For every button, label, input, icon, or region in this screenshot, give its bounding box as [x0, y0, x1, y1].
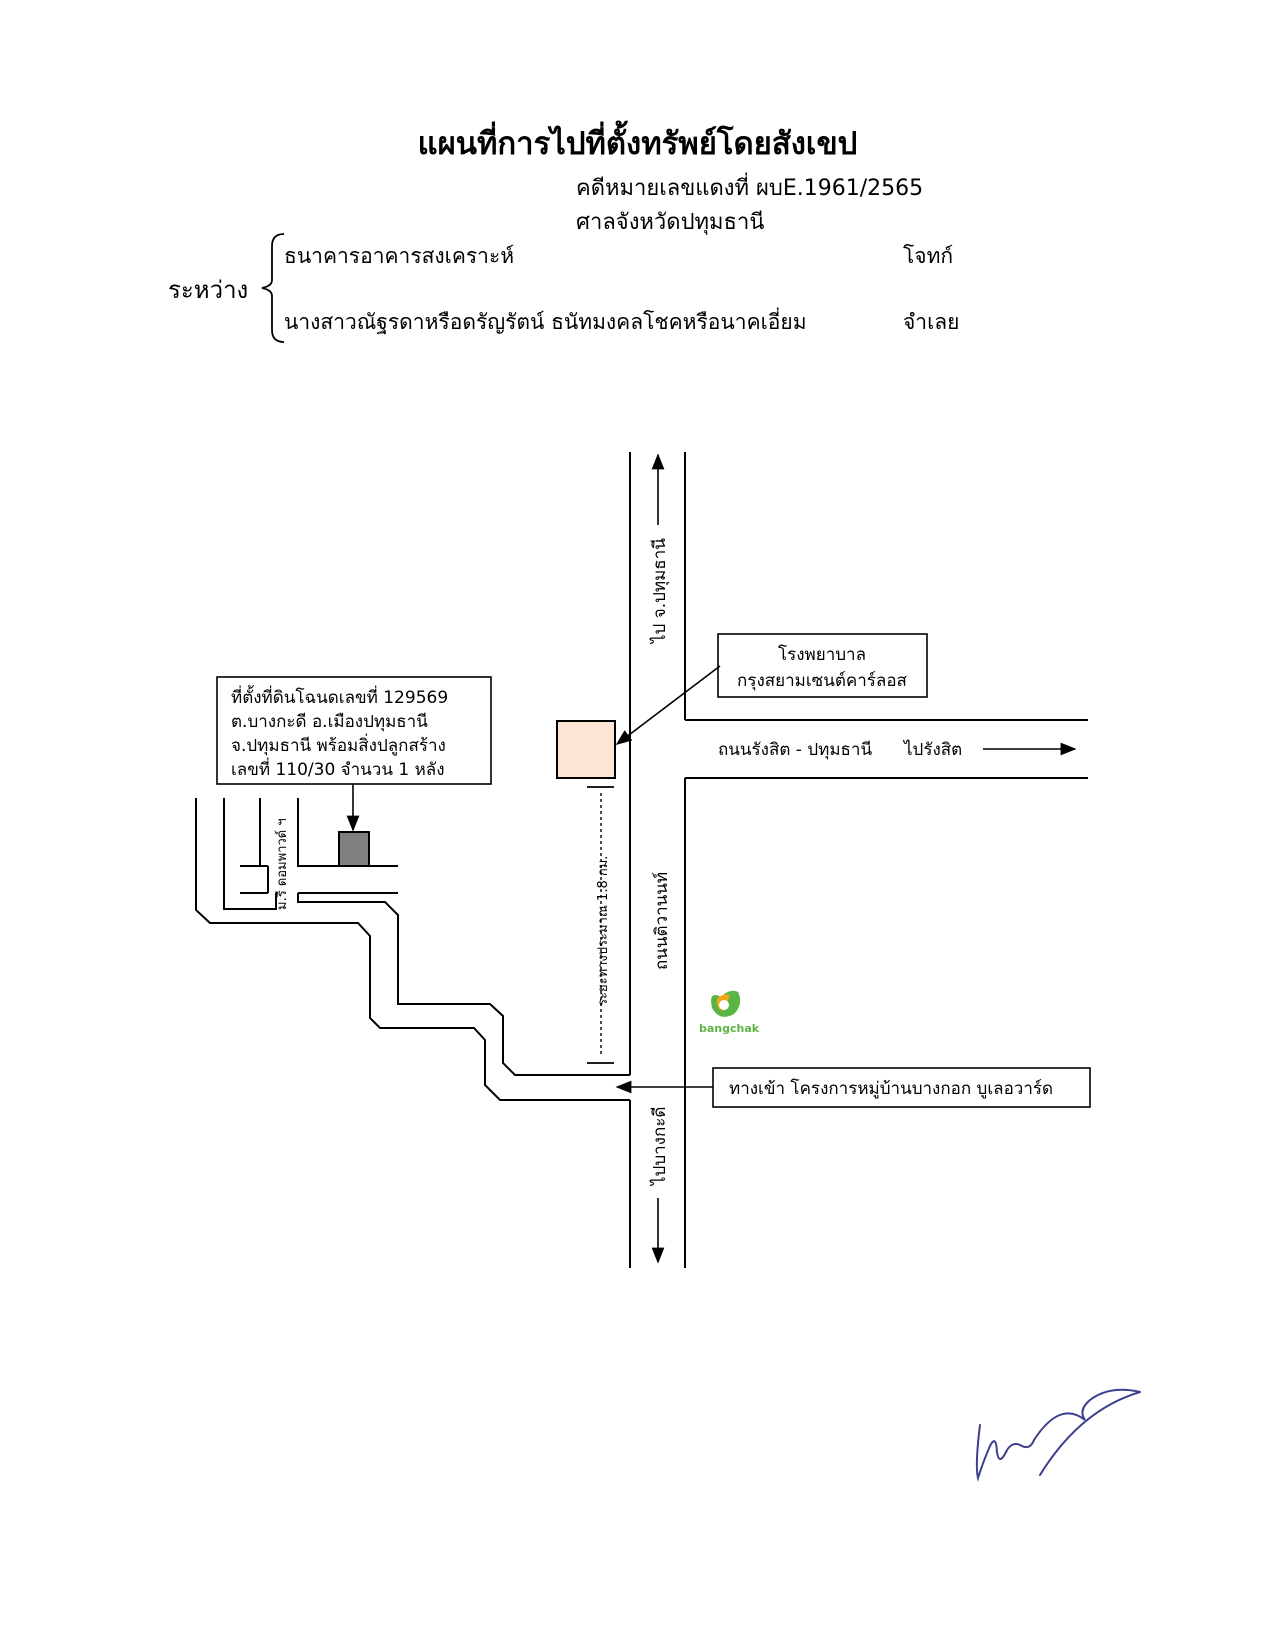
to-bangkadi-label: ไปบางกะดี [649, 1107, 670, 1187]
defendant-role: จำเลย [903, 310, 960, 334]
entrance-label: ทางเข้า โครงการหมู่บ้านบางกอก บูเลอวาร์ด [729, 1078, 1053, 1099]
property-label-line-3: จ.ปทุมธานี พร้อมสิ่งปลูกสร้าง [231, 733, 446, 756]
hospital-label-box [717, 633, 928, 698]
village-soi [195, 798, 630, 1101]
hospital-building [556, 720, 616, 779]
property-building [338, 831, 370, 867]
distance-label: ระยะทางประมาณ 1.8 กม. [596, 856, 611, 1006]
tiwanon-road [629, 452, 686, 1268]
to-rangsit-label: ไปรังสิต [902, 739, 962, 760]
between-label: ระหว่าง [168, 276, 249, 304]
plaintiff-name: ธนาคารอาคารสงเคราะห์ [284, 244, 515, 268]
signature [975, 1388, 1141, 1482]
page-title: แผนที่การไปที่ตั้งทรัพย์โดยสังเขป [417, 126, 858, 162]
rangsit-pathum-road [685, 719, 1088, 779]
property-label-line-4: เลขที่ 110/30 จำนวน 1 หลัง [231, 757, 445, 780]
between-brace [261, 233, 285, 343]
rangsit-road-label: ถนนรังสิต - ปทุมธานี [718, 740, 872, 760]
hospital-label-line-2: กรุงสยามเซนต์คาร์ลอส [737, 671, 907, 691]
entrance-label-box [712, 1067, 1091, 1108]
case-number: คดีหมายเลขแดงที่ ผบE.1961/2565 [576, 176, 924, 201]
hospital-pointer-arrow [615, 665, 721, 745]
distance-marker [587, 786, 614, 1064]
property-label-line-2: ต.บางกะดี อ.เมืองปทุมธานี [231, 712, 428, 732]
hospital-label-line-1: โรงพยาบาล [778, 644, 866, 665]
property-label-line-1: ที่ตั้งที่ดินโฉนดเลขที่ 129569 [231, 685, 448, 708]
court-name: ศาลจังหวัดปทุมธานี [576, 210, 765, 235]
property-label-box [216, 676, 492, 785]
to-pathum-label: ไป จ.ปทุมธานี [649, 538, 670, 645]
defendant-name: นางสาวณัฐรดาหรือดรัญรัตน์ ธนัทมงคลโชคหรื… [284, 310, 807, 334]
tiwanon-road-label: ถนนติวานนท์ [652, 872, 672, 970]
village-road-label: ม.รี ดอมพาวด์ ฯ [274, 818, 290, 910]
plaintiff-role: โจทก์ [903, 244, 954, 268]
bangchak-logo: bangchak [699, 990, 760, 1035]
bangchak-logo-text: bangchak [699, 1022, 760, 1035]
